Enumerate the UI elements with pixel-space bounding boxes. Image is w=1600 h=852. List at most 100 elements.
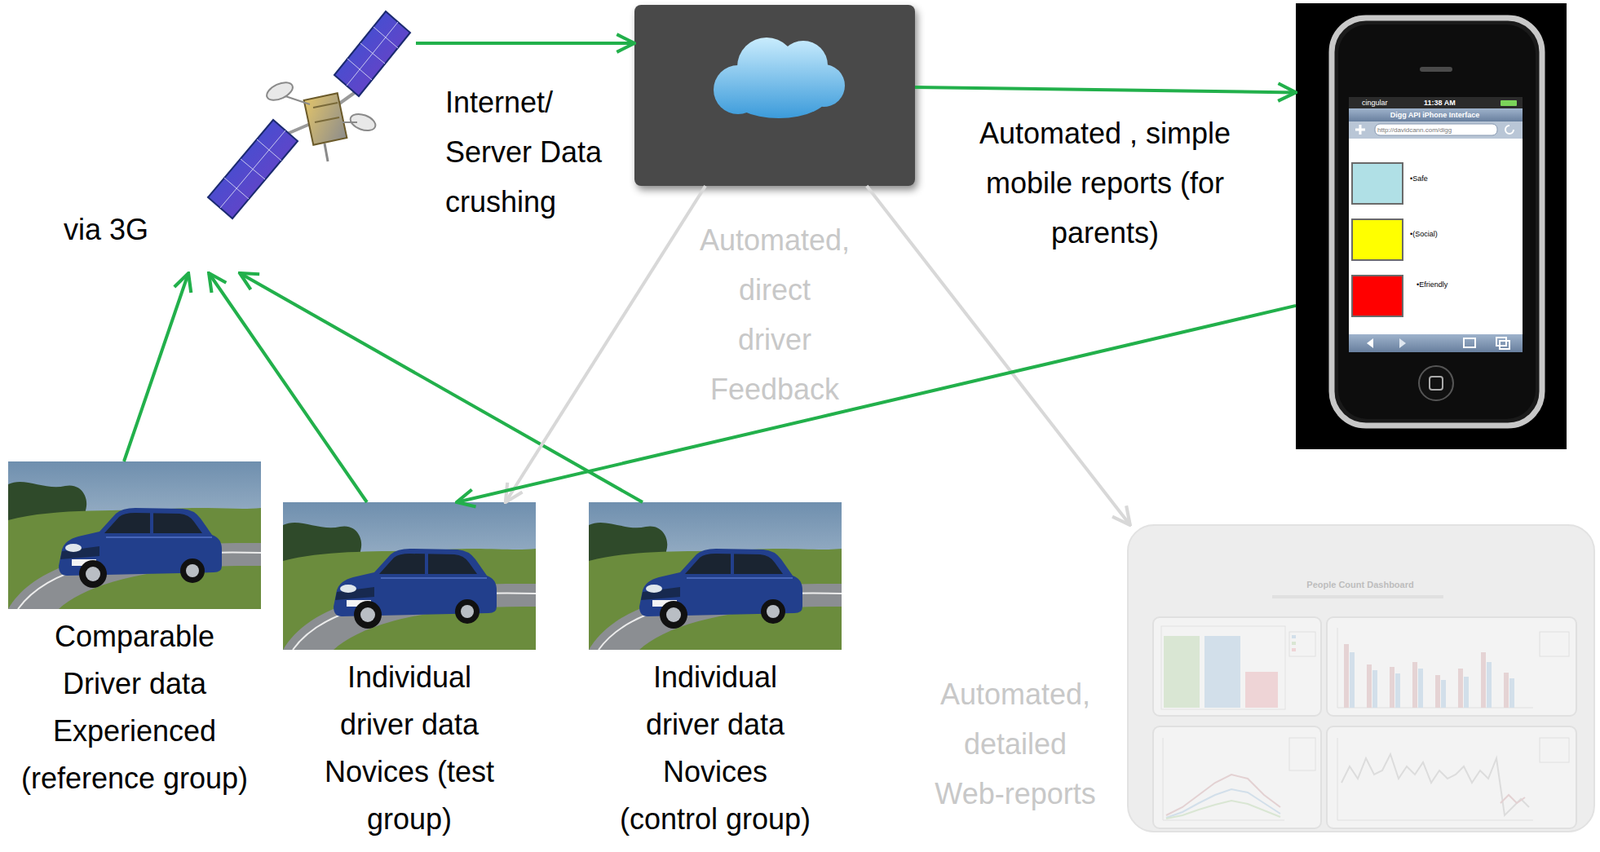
phone-illustration <box>1366 338 1374 349</box>
phone-illustration <box>1348 334 1523 353</box>
phone-illustration <box>1419 66 1453 72</box>
car-test-node: Individual driver data Novices (test gro… <box>282 502 536 844</box>
satellite-illustration <box>304 92 348 146</box>
satellite-illustration <box>313 102 338 108</box>
phone-node: cingular11:38 AMDigg API iPhone Interfac… <box>1295 3 1567 450</box>
relay-arrow <box>415 41 635 45</box>
dashboard-illustration <box>1153 617 1322 717</box>
phone-illustration <box>1348 97 1523 353</box>
satellite-illustration <box>207 119 298 219</box>
satellite-illustration <box>220 130 286 208</box>
rating-label: •Efriendly <box>1416 279 1448 291</box>
dashboard-illustration <box>1458 668 1463 708</box>
phone-illustration <box>1500 100 1517 107</box>
dashboard-illustration <box>1127 525 1595 832</box>
dashboard-illustration <box>1337 627 1339 708</box>
url-field: http://davidcann.com/digg <box>1377 125 1452 135</box>
satellite-illustration <box>224 177 249 199</box>
edge-label: Automated, detailed Web-reports <box>932 669 1100 819</box>
dashboard-illustration <box>1509 678 1515 708</box>
satellite-illustration <box>285 96 310 105</box>
satellite-illustration <box>256 139 282 161</box>
rating-label: •(Social) <box>1409 229 1438 240</box>
satellite-illustration <box>373 26 398 49</box>
dashboard-illustration <box>1343 644 1349 708</box>
phone-illustration <box>1338 24 1536 420</box>
satellite-illustration <box>207 11 411 219</box>
dashboard-illustration <box>1539 632 1570 657</box>
phone-illustration <box>1429 376 1443 390</box>
car-photos <box>282 502 536 650</box>
upload-arrow <box>123 273 189 462</box>
edge-label: Automated , simple mobile reports (for p… <box>970 108 1240 258</box>
phone-illustration <box>1348 97 1523 109</box>
phone-illustration <box>1355 124 1366 135</box>
server-caption: Internet/ Server Data crushing <box>445 77 630 227</box>
phone-illustration <box>1348 121 1523 139</box>
phone-illustration <box>1505 125 1514 134</box>
dashboard-illustration <box>1349 652 1355 708</box>
satellite-illustration <box>346 22 398 86</box>
dashboard-illustration <box>1412 662 1418 708</box>
phone-illustration <box>1348 108 1523 122</box>
dashboard-illustration <box>1486 662 1492 708</box>
page-title: Digg API iPhone Interface <box>1350 110 1520 121</box>
phone-illustration <box>1352 219 1403 261</box>
phone-illustration <box>1374 123 1498 136</box>
dashboard-illustration <box>1463 676 1469 708</box>
connectors <box>123 43 1296 526</box>
car-reference-node: Comparable Driver data Experienced (refe… <box>8 461 261 803</box>
dashboard-illustration <box>1162 820 1285 822</box>
dashboard-illustration <box>1500 795 1525 804</box>
carrier-name: cingular <box>1361 97 1388 109</box>
phone-illustration <box>1295 3 1567 450</box>
dashboard-illustration <box>1395 673 1401 708</box>
dashboard-illustration <box>1337 820 1534 822</box>
phone-illustration <box>1331 17 1543 426</box>
dashboard-illustration <box>1389 667 1395 708</box>
server-box-illustration <box>634 4 915 186</box>
server-box-illustration <box>713 37 845 119</box>
dashboard-illustration <box>1291 648 1296 652</box>
dashboard-title: People Count Dashboard <box>1295 579 1426 591</box>
dashboard-illustration <box>1272 595 1444 599</box>
dashboard-illustration <box>1289 738 1316 771</box>
satellite-illustration <box>342 121 358 124</box>
edge-label: Automated, direct driver Feedback <box>698 215 851 415</box>
dashboard-illustration <box>1153 726 1322 829</box>
dashboard-illustration <box>1166 800 1281 819</box>
dashboard-illustration <box>1245 671 1278 708</box>
dashboard-illustration <box>1326 726 1577 829</box>
dashboard-illustration <box>1435 675 1441 708</box>
phone-illustration <box>1463 338 1476 348</box>
car-photos <box>588 502 842 650</box>
satellite-illustration <box>324 143 328 162</box>
phone-illustration <box>1499 340 1510 350</box>
dashboard-illustration <box>1291 635 1296 639</box>
group-caption: Individual driver data Novices (test gro… <box>309 654 510 844</box>
phone-illustration <box>1295 3 1567 450</box>
dashboard-illustration <box>1440 680 1446 708</box>
satellite-illustration <box>264 79 296 105</box>
report-arrow <box>914 87 1296 93</box>
rating-label: •Safe <box>1409 173 1428 185</box>
upload-arrow <box>239 273 643 503</box>
dashboard-illustration <box>1163 636 1200 708</box>
parent-feedback-arrow <box>456 305 1296 503</box>
dashboard-illustration <box>1341 754 1530 816</box>
dashboard-illustration <box>1166 774 1281 816</box>
satellite-node: via 3G <box>57 12 416 274</box>
dashboard-illustration <box>1503 672 1509 708</box>
car-control-node: Individual driver data Novices (control … <box>588 502 842 844</box>
dashboard-illustration <box>1372 670 1378 708</box>
dashboard-illustration <box>1366 664 1372 708</box>
phone-illustration <box>1352 275 1403 317</box>
dashboard-illustration <box>1127 525 1595 832</box>
group-caption: Individual driver data Novices (control … <box>615 654 816 844</box>
phone-illustration <box>1418 366 1454 401</box>
server-box-illustration <box>634 4 915 186</box>
dashboard-illustration <box>1289 632 1316 657</box>
